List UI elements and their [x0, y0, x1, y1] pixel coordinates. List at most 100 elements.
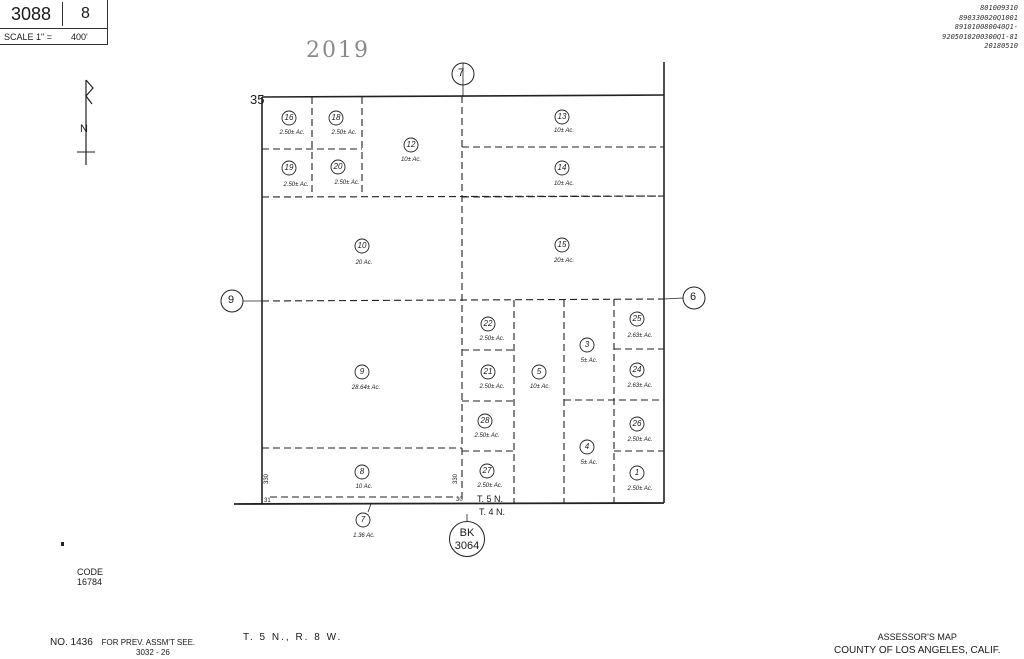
- parcel-number[interactable]: 13: [557, 112, 567, 121]
- book-number: 3064: [454, 540, 480, 552]
- parcel-number[interactable]: 4: [584, 442, 590, 451]
- scale-value: 400': [71, 32, 88, 42]
- index-stamp: 890330020Q1001: [958, 13, 1018, 22]
- parcel-circle: [477, 413, 493, 429]
- parcel-circle: [531, 364, 547, 380]
- parcel-circle: [579, 439, 595, 455]
- parcel-number[interactable]: 14: [557, 163, 567, 172]
- parcel-number[interactable]: 28: [480, 416, 490, 425]
- parcel-area: 2.50± Ac.: [283, 182, 309, 188]
- adjacent-page-circle: [220, 289, 244, 313]
- parcel-area: 2.50± Ac.: [627, 486, 653, 492]
- footer-title: ASSESSOR'S MAP COUNTY OF LOS ANGELES, CA…: [834, 631, 1001, 657]
- parcel-area: 2.50± Ac.: [474, 433, 500, 439]
- prev-assessment-ref: 3032 - 26: [136, 648, 170, 657]
- parcel-number[interactable]: 8: [359, 467, 365, 476]
- parcel-number[interactable]: 26: [632, 419, 642, 428]
- parcel-number[interactable]: 24: [632, 365, 642, 374]
- code-label: CODE: [77, 567, 104, 577]
- parcel-circle: [281, 160, 297, 176]
- north-label: N: [80, 123, 88, 135]
- parcel-area: 2.50± Ac.: [479, 384, 505, 390]
- index-stamp: 9205010200300Q1-81: [942, 32, 1018, 41]
- adjacent-page-left: 9: [228, 294, 235, 306]
- book-reference: BK 3064: [449, 521, 485, 557]
- parcel-number[interactable]: 10: [357, 241, 367, 250]
- parcel-number[interactable]: 16: [284, 113, 294, 122]
- parcel-circle: [354, 238, 370, 254]
- parcel-number[interactable]: 1: [634, 468, 640, 477]
- corner-label: 35: [250, 92, 265, 107]
- prev-assessment-label: FOR PREV. ASSM'T SEE.: [101, 638, 196, 647]
- parcel-number[interactable]: 9: [359, 367, 365, 376]
- scale-label: SCALE 1" = 400': [0, 28, 107, 44]
- parcel-area: 10 Ac.: [355, 484, 373, 490]
- township-upper: T. 5 N.: [477, 494, 504, 504]
- dimension-label: 31: [264, 498, 271, 504]
- parcel-area: 2.63± Ac.: [627, 333, 653, 339]
- footer-map-number: NO. 1436 FOR PREV. ASSM'T SEE.: [50, 637, 195, 648]
- parcel-circle: [629, 465, 645, 481]
- index-stamp: 801009310: [980, 4, 1018, 12]
- parcel-area: 2.50± Ac.: [279, 130, 305, 136]
- parcel-area: 10± Ac.: [553, 181, 575, 187]
- dimension-label: 330: [453, 473, 459, 484]
- parcel-area: 20 Ac.: [355, 260, 373, 266]
- parcel-area: 5± Ac.: [580, 460, 598, 466]
- parcel-circle: [579, 337, 595, 353]
- parcel-number[interactable]: 19: [284, 163, 294, 172]
- parcel-circle: [354, 464, 370, 480]
- parcel-number[interactable]: 20: [333, 162, 343, 171]
- parcel-circle: [629, 362, 645, 378]
- year-stamp: 2019: [306, 38, 370, 63]
- parcel-area: 2.50± Ac.: [477, 483, 503, 489]
- code-block: CODE 16784: [77, 567, 103, 587]
- township-lower: T. 4 N.: [479, 507, 506, 517]
- parcel-circle: [330, 159, 346, 175]
- map-dot: [61, 542, 64, 546]
- parcel-number[interactable]: 25: [632, 314, 642, 323]
- parcel-area: 28.64± Ac.: [351, 385, 381, 391]
- dimension-label: 330: [264, 473, 270, 484]
- parcel-area: 2.50± Ac.: [627, 437, 653, 443]
- parcel-number[interactable]: 3: [584, 340, 590, 349]
- parcel-area: 10± Ac.: [529, 384, 551, 390]
- parcel-number[interactable]: 7: [360, 515, 366, 524]
- parcel-number[interactable]: 22: [483, 319, 493, 328]
- boundary-bottom: [233, 502, 665, 505]
- parcel-number[interactable]: 18: [331, 113, 341, 122]
- sub-page-number: 8: [62, 2, 108, 26]
- parcel-area: 2.50± Ac.: [334, 180, 360, 186]
- adjacent-page-circle: [451, 62, 475, 86]
- parcel-circle: [629, 311, 645, 327]
- index-stamp: 20180510: [984, 42, 1018, 50]
- parcel-area: 2.50± Ac.: [479, 336, 505, 342]
- leader-line: [367, 503, 372, 513]
- index-stamp: 891010080040Q1-: [954, 23, 1018, 31]
- index-stamps: 801009310 890330020Q1001 891010080040Q1-…: [942, 4, 1018, 52]
- leader-line: [663, 297, 684, 300]
- parcel-number[interactable]: 5: [536, 367, 542, 376]
- parcel-area: 10± Ac.: [400, 157, 422, 163]
- parcel-area: 20± Ac.: [553, 258, 575, 264]
- north-arrow-head: [85, 79, 94, 105]
- parcel-circle: [403, 137, 419, 153]
- code-value: 16784: [77, 577, 103, 587]
- parcel-circle: [281, 110, 297, 126]
- footer-title-line1: ASSESSOR'S MAP: [877, 632, 957, 642]
- parcel-circle: [480, 316, 496, 332]
- parcel-area: 5± Ac.: [580, 358, 598, 364]
- parcel-number[interactable]: 21: [483, 367, 493, 376]
- parcel-number[interactable]: 15: [557, 240, 567, 249]
- footer-township: T. 5 N., R. 8 W.: [243, 632, 343, 643]
- parcel-number[interactable]: 12: [406, 140, 416, 149]
- scale-prefix: SCALE 1" =: [4, 32, 52, 42]
- parcel-number[interactable]: 27: [482, 466, 492, 475]
- parcel-circle: [629, 416, 645, 432]
- parcel-circle: [354, 364, 370, 380]
- parcel-area: 2.50± Ac.: [331, 130, 357, 136]
- adjacent-page-circle: [682, 286, 706, 310]
- parcel-circle: [554, 160, 570, 176]
